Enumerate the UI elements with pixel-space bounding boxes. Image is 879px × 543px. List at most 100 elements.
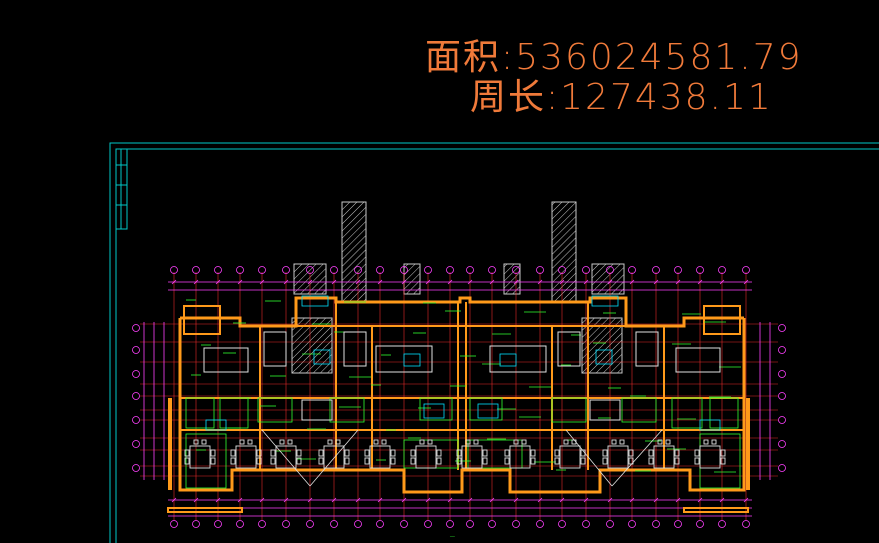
- chair: [720, 449, 726, 457]
- chair: [364, 449, 370, 457]
- axis-bubble-top: [446, 266, 454, 274]
- chair: [239, 439, 245, 445]
- chair: [381, 439, 387, 445]
- table: [653, 445, 675, 469]
- green-detail-box: [671, 397, 703, 429]
- green-details: [185, 299, 741, 489]
- chair: [530, 457, 536, 465]
- axis-bubble-top: [424, 266, 432, 274]
- dimension-tick: [331, 279, 337, 285]
- chair: [373, 439, 379, 445]
- chair: [465, 439, 471, 445]
- axis-bubble-bottom: [696, 520, 704, 528]
- chair: [648, 449, 654, 457]
- dimension-tick: [675, 279, 681, 285]
- chair: [482, 449, 488, 457]
- dimension-tick: [489, 279, 495, 285]
- table: [189, 445, 211, 469]
- chair: [720, 457, 726, 465]
- axis-bubble-bottom: [512, 520, 520, 528]
- chair: [456, 449, 462, 457]
- axis-bubble-bottom: [354, 520, 362, 528]
- chair: [563, 439, 569, 445]
- axis-bubble-bottom: [282, 520, 290, 528]
- chair: [230, 449, 236, 457]
- dimension-tick: [607, 497, 613, 503]
- chair: [390, 449, 396, 457]
- axis-bubble-left: [132, 440, 140, 448]
- cyan-detail: [313, 349, 331, 365]
- axis-bubble-left: [132, 392, 140, 400]
- dimension-tick: [583, 279, 589, 285]
- table: [461, 445, 483, 469]
- dimension-tick: [193, 497, 199, 503]
- dimension-tick: [401, 279, 407, 285]
- axis-bubble-top: [306, 266, 314, 274]
- table: [369, 445, 391, 469]
- chair: [521, 439, 527, 445]
- chair: [184, 449, 190, 457]
- axis-bubble-top: [606, 266, 614, 274]
- axis-bubble-top: [170, 266, 178, 274]
- dimension-tick: [171, 497, 177, 503]
- chair: [665, 439, 671, 445]
- axis-bubble-top: [330, 266, 338, 274]
- axis-bubble-left: [132, 324, 140, 332]
- chair: [364, 457, 370, 465]
- chair: [287, 439, 293, 445]
- axis-bubble-bottom: [306, 520, 314, 528]
- chair: [344, 457, 350, 465]
- axis-bubble-top: [742, 266, 750, 274]
- axis-bubble-bottom: [170, 520, 178, 528]
- green-detail-box: [621, 397, 657, 423]
- cyan-detail: [403, 353, 421, 367]
- axis-bubble-bottom: [424, 520, 432, 528]
- dimension-tick: [743, 279, 749, 285]
- axis-bubble-bottom: [628, 520, 636, 528]
- axis-bubble-right: [778, 464, 786, 472]
- axis-bubble-bottom: [558, 520, 566, 528]
- dimension-tick: [307, 497, 313, 503]
- cyan-detail: [699, 419, 721, 431]
- axis-bubble-top: [652, 266, 660, 274]
- drawing-frame: [109, 142, 879, 543]
- cyan-detail: [205, 419, 227, 431]
- dimension-tick: [719, 279, 725, 285]
- axis-bubble-top: [558, 266, 566, 274]
- chair: [580, 457, 586, 465]
- shaft-left: [341, 201, 367, 303]
- dimension-tick: [559, 279, 565, 285]
- axis-bubble-bottom: [330, 520, 338, 528]
- chair: [504, 449, 510, 457]
- axis-bubble-top: [582, 266, 590, 274]
- chair: [427, 439, 433, 445]
- table: [607, 445, 629, 469]
- chair: [296, 457, 302, 465]
- table: [275, 445, 297, 469]
- table: [235, 445, 257, 469]
- chair: [419, 439, 425, 445]
- dimension-tick: [171, 279, 177, 285]
- chair: [619, 439, 625, 445]
- stair-diagonals: [261, 429, 663, 487]
- axis-bubble-top: [282, 266, 290, 274]
- green-detail-box: [469, 397, 503, 421]
- axis-bubble-right: [778, 440, 786, 448]
- axis-bubble-bottom: [536, 520, 544, 528]
- chair: [318, 457, 324, 465]
- cyan-detail: [477, 403, 499, 419]
- axis-bubble-bottom: [466, 520, 474, 528]
- chair: [554, 457, 560, 465]
- chair: [694, 449, 700, 457]
- dimension-tick: [215, 497, 221, 503]
- chair: [711, 439, 717, 445]
- chair: [270, 457, 276, 465]
- furniture: [184, 439, 726, 469]
- dimension-tick: [331, 497, 337, 503]
- shaft-right: [551, 201, 577, 303]
- table: [415, 445, 437, 469]
- axis-bubble-top: [466, 266, 474, 274]
- dimension-tick: [537, 279, 543, 285]
- table: [323, 445, 345, 469]
